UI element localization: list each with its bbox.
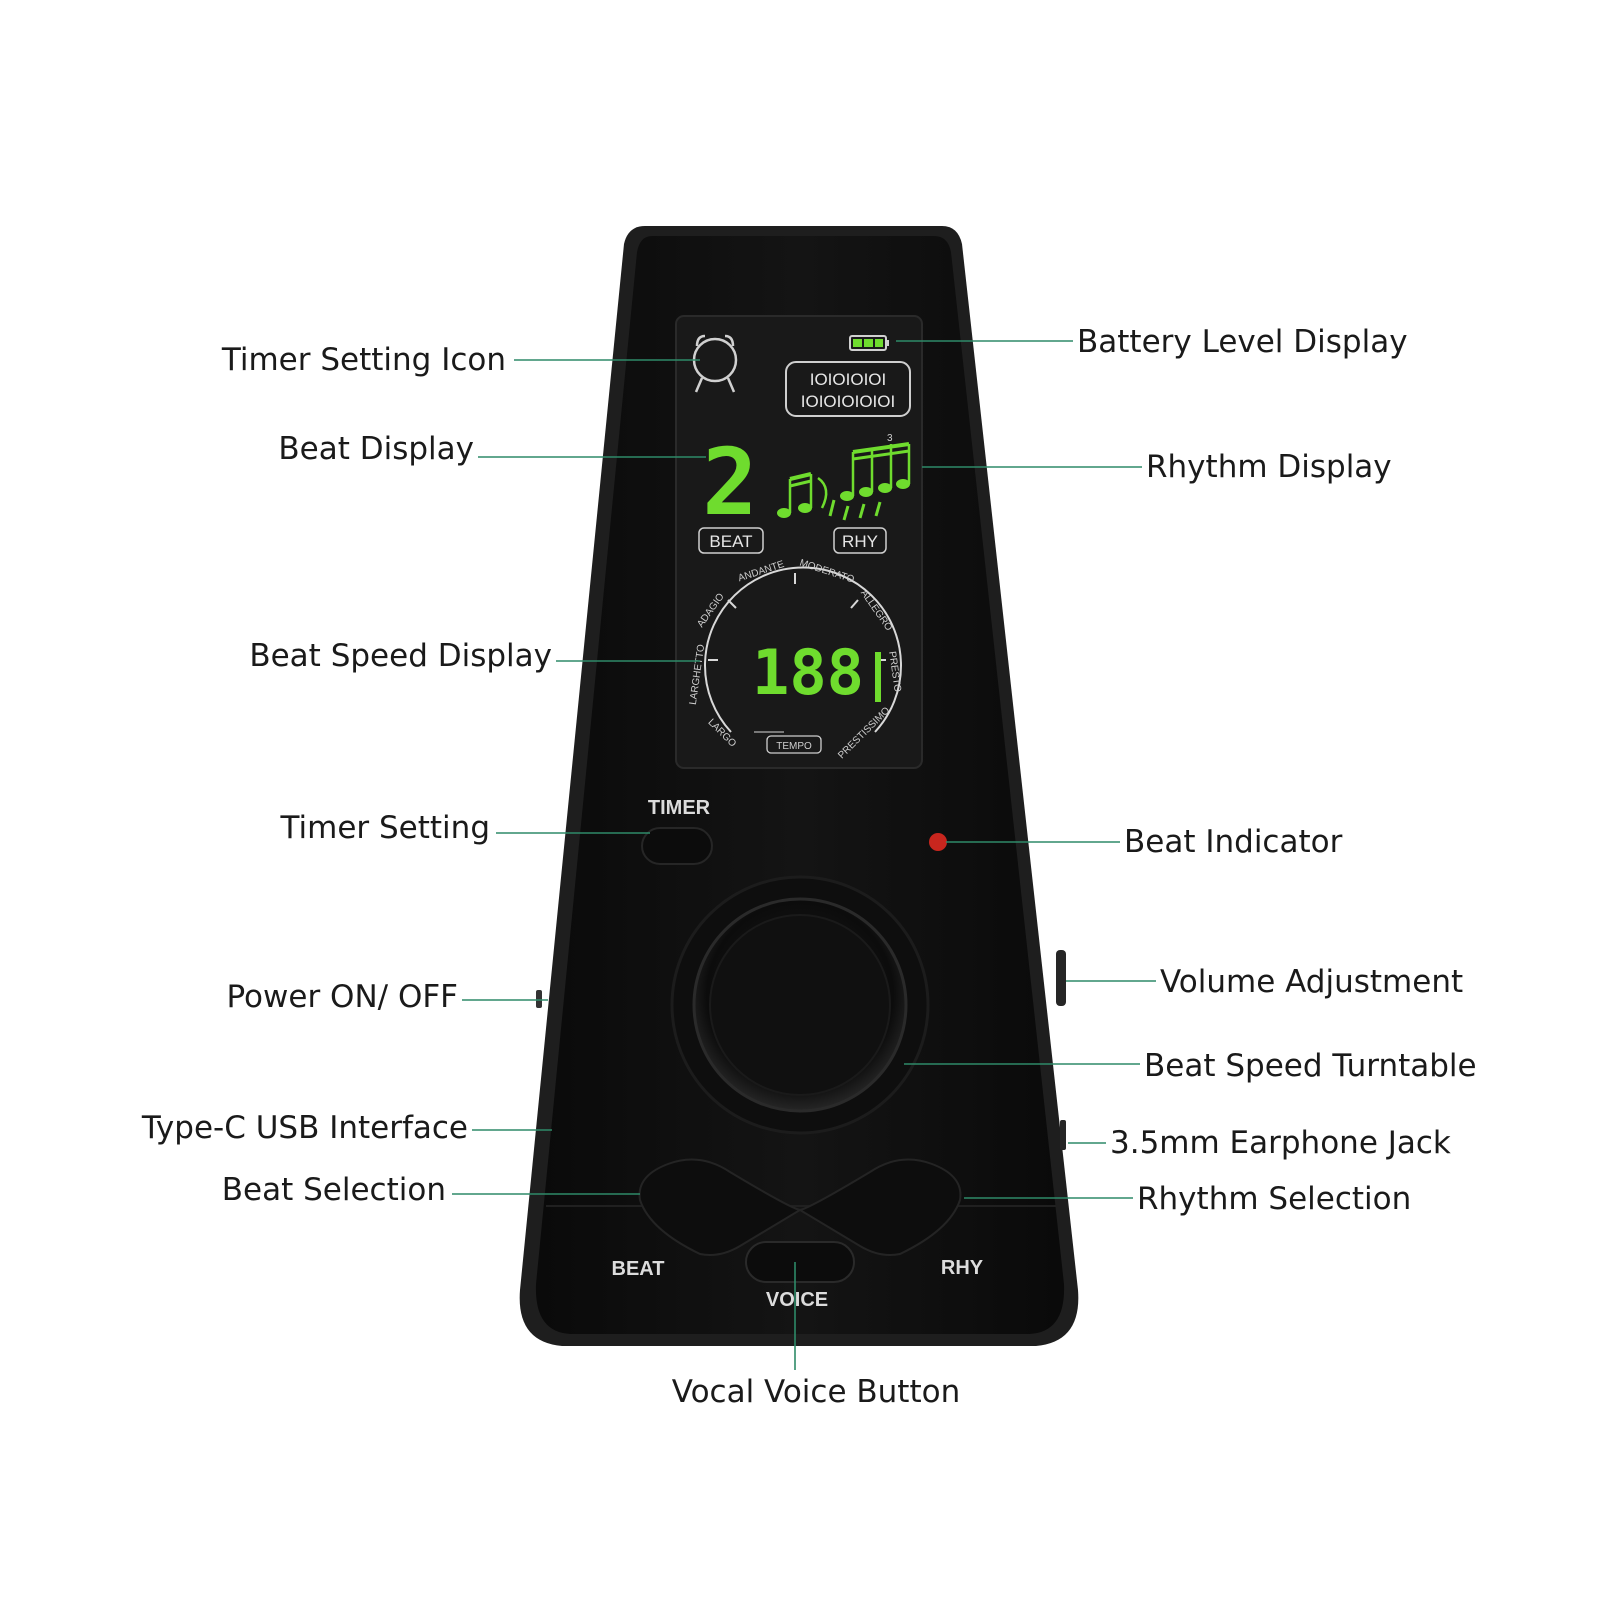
tempo-dial	[704, 566, 902, 733]
beat-indicator-led	[929, 833, 947, 851]
rhythm-label: RHY	[842, 532, 878, 551]
beat-label: BEAT	[709, 532, 752, 551]
alarm-clock-icon	[692, 334, 738, 393]
battery-icon	[849, 335, 889, 351]
music-note-icon	[777, 442, 911, 521]
beat-value: 2	[702, 429, 757, 536]
callout-beat-speed-display: Beat Speed Display	[249, 638, 552, 674]
callout-beat-speed-turntable: Beat Speed Turntable	[1144, 1048, 1477, 1084]
callout-battery-level: Battery Level Display	[1077, 324, 1408, 360]
svg-text:3: 3	[887, 433, 893, 444]
voice-button[interactable]	[745, 1241, 855, 1283]
callout-beat-display: Beat Display	[278, 431, 474, 467]
rhy-button[interactable]	[797, 1158, 962, 1256]
pattern-row-2: IOIOIOIOIOI	[801, 392, 895, 411]
pattern-row-1: IOIOIOIOI	[810, 370, 887, 389]
tempo-value: 188	[752, 636, 864, 709]
callout-rhythm-selection: Rhythm Selection	[1137, 1181, 1411, 1217]
callout-vocal-voice-button: Vocal Voice Button	[672, 1374, 960, 1410]
callout-earphone-jack: 3.5mm Earphone Jack	[1110, 1125, 1451, 1161]
callout-beat-indicator: Beat Indicator	[1124, 824, 1343, 860]
rhythm-pattern-box: IOIOIOIOI IOIOIOIOIOI	[785, 361, 911, 417]
tempo-label: TEMPO	[776, 741, 812, 752]
earphone-jack[interactable]	[1060, 1120, 1066, 1150]
leader-lines	[452, 340, 1156, 1370]
voice-button-label: VOICE	[766, 1289, 828, 1311]
volume-wheel[interactable]	[1056, 950, 1066, 1006]
callout-rhythm-display: Rhythm Display	[1146, 449, 1392, 485]
beat-button[interactable]	[638, 1158, 803, 1256]
power-switch[interactable]	[536, 990, 542, 1008]
timer-button[interactable]	[641, 827, 713, 865]
callout-beat-selection: Beat Selection	[222, 1172, 446, 1208]
timer-button-label: TIMER	[648, 797, 711, 819]
callout-timer-setting-icon: Timer Setting Icon	[221, 342, 506, 378]
callout-type-c-usb: Type-C USB Interface	[141, 1110, 468, 1146]
rhy-button-label: RHY	[941, 1257, 984, 1279]
beat-button-label: BEAT	[612, 1258, 665, 1280]
callout-timer-setting: Timer Setting	[280, 810, 490, 846]
callout-power-on-off: Power ON/ OFF	[226, 979, 458, 1015]
metronome-body	[519, 226, 1079, 1346]
callout-volume-adjustment: Volume Adjustment	[1160, 964, 1463, 1000]
tempo-knob[interactable]	[670, 875, 930, 1135]
lcd-screen: IOIOIOIOI IOIOIOIOIOI 2 BEAT	[675, 315, 923, 769]
